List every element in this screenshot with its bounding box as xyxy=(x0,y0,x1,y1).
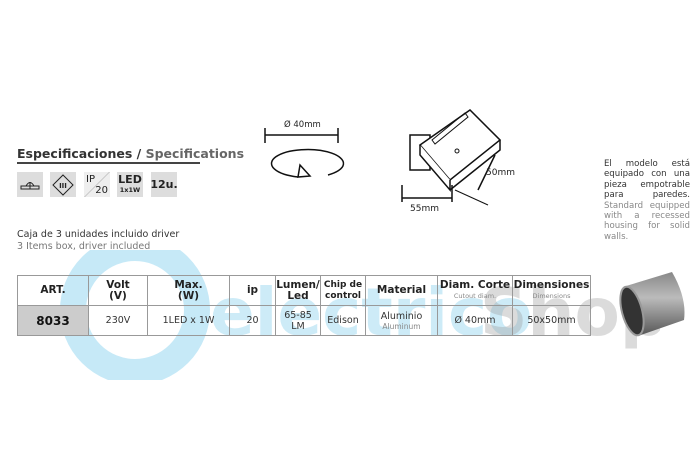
header-art: ART. xyxy=(17,275,89,306)
cell-dimensions: 50x50mm xyxy=(512,305,591,336)
fixture-icon xyxy=(17,172,43,197)
ip-label: IP xyxy=(86,173,95,185)
cell-art: 8033 xyxy=(17,305,89,336)
table-header-row: ART. Volt(V) Max.(W) ip Lumen/Led Chip d… xyxy=(17,275,591,306)
product-photo xyxy=(619,272,685,337)
width-label: 55mm xyxy=(410,204,439,214)
height-label: 50mm xyxy=(486,168,515,178)
table-row: 8033 230V 1LED x 1W 20 65-85 LM Edison A… xyxy=(17,305,591,336)
cell-diam: Ø 40mm xyxy=(437,305,513,336)
header-material: Material xyxy=(365,275,438,306)
product-description: El modelo está equipado con una pieza em… xyxy=(604,159,690,242)
title-separator: / xyxy=(132,146,146,161)
cell-lumen: 65-85 LM xyxy=(275,305,321,336)
cell-ip: 20 xyxy=(229,305,276,336)
box-note-en: 3 Items box, driver included xyxy=(17,241,151,252)
class-iii-icon: III xyxy=(50,172,76,197)
units-icon: 12u. xyxy=(150,172,178,197)
cell-chip: Edison xyxy=(320,305,366,336)
description-es: El modelo está equipado con una pieza em… xyxy=(604,159,690,201)
diameter-label: Ø 40mm xyxy=(284,119,321,130)
specifications-title: Especificaciones / Specifications xyxy=(17,146,244,164)
description-en: Standard equipped with a recessed housin… xyxy=(604,200,690,242)
units-label: 12u. xyxy=(150,178,178,191)
ip-rating-icon: IP 20 xyxy=(84,172,110,197)
fixture-dimension-drawing xyxy=(401,109,502,206)
led-icon: LED 1x1W xyxy=(117,172,143,197)
spec-table: ART. Volt(V) Max.(W) ip Lumen/Led Chip d… xyxy=(17,275,591,336)
cell-volt: 230V xyxy=(88,305,148,336)
header-volt: Volt(V) xyxy=(88,275,148,306)
cell-max: 1LED x 1W xyxy=(147,305,230,336)
led-value: 1x1W xyxy=(119,185,141,194)
title-es: Especificaciones xyxy=(17,146,133,161)
title-en: Specifications xyxy=(145,146,245,161)
box-note-es: Caja de 3 unidades incluido driver xyxy=(17,229,180,240)
ip-value: 20 xyxy=(95,184,108,196)
class-iii-label: III xyxy=(59,182,67,190)
header-ip: ip xyxy=(229,275,276,306)
led-label: LED xyxy=(118,172,142,186)
header-lumen: Lumen/Led xyxy=(275,275,321,306)
cutout-diameter-drawing: Ø 40mm xyxy=(264,119,345,178)
header-max: Max.(W) xyxy=(147,275,230,306)
